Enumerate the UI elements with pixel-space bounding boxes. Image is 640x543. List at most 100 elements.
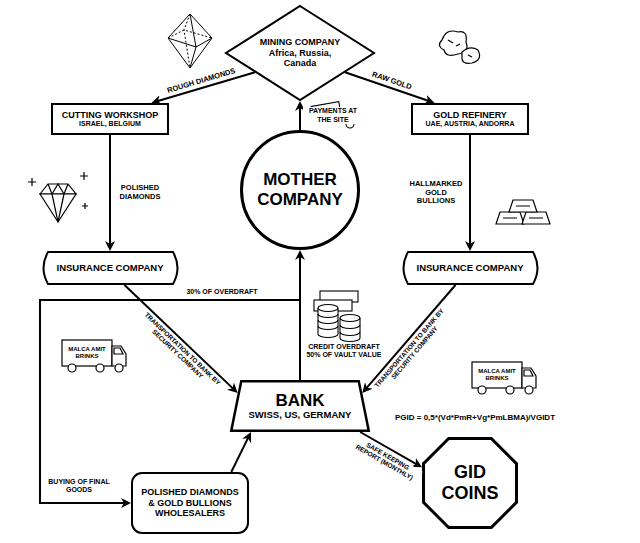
outline-group [52, 104, 168, 134]
node-text-block: INSURANCE COMPANY [411, 263, 530, 274]
wholesaler-box: POLISHED DIAMONDS & GOLD BULLIONS WHOLES… [131, 472, 249, 534]
truck-icon [472, 362, 536, 394]
node-text-block: GID COINS [432, 462, 509, 503]
insurance-band: INSURANCE COMPANY [38, 251, 183, 285]
node-outline [43, 252, 177, 284]
node-heading: MINING COMPANY [260, 37, 340, 47]
node-subtext: SWISS, US, GERMANY [249, 410, 352, 421]
outline-group [403, 252, 537, 284]
truck-wheel [115, 364, 123, 372]
diamond-crown [40, 184, 76, 194]
node-text-block: GOLD REFINERYUAE, AUSTRIA, ANDORRA [416, 110, 525, 128]
node-heading: INSURANCE COMPANY [57, 263, 164, 274]
truck-cab [112, 346, 126, 366]
node-heading: MOTHER COMPANY [249, 170, 351, 209]
flow-arrow [299, 107, 301, 130]
coin-octagon: GID COINS [422, 437, 518, 529]
node-outline [242, 132, 359, 249]
node-heading: INSURANCE COMPANY [417, 263, 524, 274]
company-diamond: MINING COMPANYAfrica, Russia, Canada [225, 5, 375, 101]
company-circle: MOTHER COMPANY [240, 130, 360, 250]
edge-label: SAFE KEEPING REPORT (MONTHLY) [349, 434, 422, 485]
node-text-block: MOTHER COMPANY [249, 170, 351, 209]
raw-gold-icon [439, 31, 479, 63]
node-text-block: INSURANCE COMPANY [51, 263, 170, 274]
edge-label: HALLMARKED GOLD BULLIONS [405, 180, 467, 206]
node-heading: CUTTING WORKSHOP [62, 110, 159, 120]
flow-arrow [109, 135, 111, 245]
bar-stamp [503, 206, 543, 218]
nugget-texture [448, 40, 472, 57]
truck-cargo [62, 340, 112, 366]
truck-text: MALCA AMIT BRINKS [64, 346, 110, 360]
flow-arrow [469, 135, 471, 245]
edge-label: PAYMENTS AT THE SITE [303, 107, 363, 123]
node-outline [132, 473, 248, 533]
insurance-band: INSURANCE COMPANY [398, 251, 543, 285]
outline-group [226, 6, 374, 100]
edge-label: CREDIT OVERDRAFT 50% OF VAULT VALUE [302, 343, 386, 359]
edge-label: ROUGH DIAMONDS [166, 67, 236, 95]
outline-group [412, 104, 528, 134]
coin-rims [318, 314, 338, 329]
node-outline [52, 104, 168, 134]
coin-top [340, 315, 360, 322]
truck-wheel [478, 386, 486, 394]
node-subtext: Africa, Russia, Canada [258, 48, 342, 69]
truck-icon [62, 340, 126, 372]
coin-stack [318, 308, 338, 337]
outline-group [424, 439, 517, 528]
node-outline [231, 381, 369, 431]
edge-label: TRANSPORTATION TO BANK BY SECURITY COMPA… [137, 310, 223, 393]
node-outline [226, 6, 374, 100]
node-heading: GID COINS [432, 462, 509, 503]
truck-window [114, 348, 123, 354]
outline-group [242, 132, 359, 249]
diamond-pavilion [40, 194, 76, 222]
edge-label: POLISHED DIAMONDS [112, 184, 168, 201]
flow-arrow [231, 437, 248, 472]
truck-wheel [96, 364, 104, 372]
truck-wheel [525, 386, 533, 394]
nugget [462, 48, 480, 63]
process-box: CUTTING WORKSHOPISRAEL, BELGIUM [51, 103, 169, 135]
node-text-block: BANKSWISS, US, GERMANY [240, 391, 360, 421]
truck-wheel [506, 386, 514, 394]
truck-cargo [472, 362, 522, 388]
node-text-block: POLISHED DIAMONDS & GOLD BULLIONS WHOLES… [139, 487, 240, 518]
edge-label: RAW GOLD [371, 70, 413, 92]
rough-diamond-icon [168, 14, 212, 68]
node-outline [403, 252, 537, 284]
formula: PGID = 0,5*(Vd*PmR+Vg*PmLBMA)/VGIDT [395, 413, 555, 422]
outline-group [132, 473, 248, 533]
polished-diamond-icon [28, 172, 88, 222]
node-subtext: ISRAEL, BELGIUM [79, 120, 141, 128]
outline-group [231, 381, 369, 431]
node-heading: GOLD REFINERY [433, 110, 507, 120]
truck-text: MALCA AMIT BRINKS [474, 368, 520, 382]
truck-wheel [68, 364, 76, 372]
truck-cab [522, 368, 536, 388]
edge-label: 30% OF OVERDRAFT [186, 288, 257, 296]
note-label: BUYING OF FINAL GOODS [43, 478, 115, 494]
octahedron-outline [168, 14, 212, 68]
money-stack-icon [314, 291, 360, 342]
gold-bars-icon [496, 200, 550, 224]
outline-group [43, 252, 177, 284]
flow-arrow [366, 285, 455, 388]
banknote-bundle [314, 300, 352, 311]
node-text-block: MINING COMPANYAfrica, Russia, Canada [258, 37, 342, 68]
sparkle [28, 172, 88, 209]
process-box: GOLD REFINERYUAE, AUSTRIA, ANDORRA [411, 103, 529, 135]
node-heading: POLISHED DIAMONDS & GOLD BULLIONS WHOLES… [139, 487, 240, 518]
truck-window [524, 370, 533, 376]
coin-top [318, 305, 338, 312]
node-heading: BANK [275, 391, 324, 411]
node-subtext: UAE, AUSTRIA, ANDORRA [426, 120, 515, 128]
node-outline [424, 439, 517, 528]
bank-trapezoid: BANKSWISS, US, GERMANY [230, 380, 370, 432]
node-outline [412, 104, 528, 134]
octahedron-back [168, 14, 212, 68]
node-text-block: CUTTING WORKSHOPISRAEL, BELGIUM [56, 110, 165, 128]
diamond-facets [48, 184, 68, 222]
